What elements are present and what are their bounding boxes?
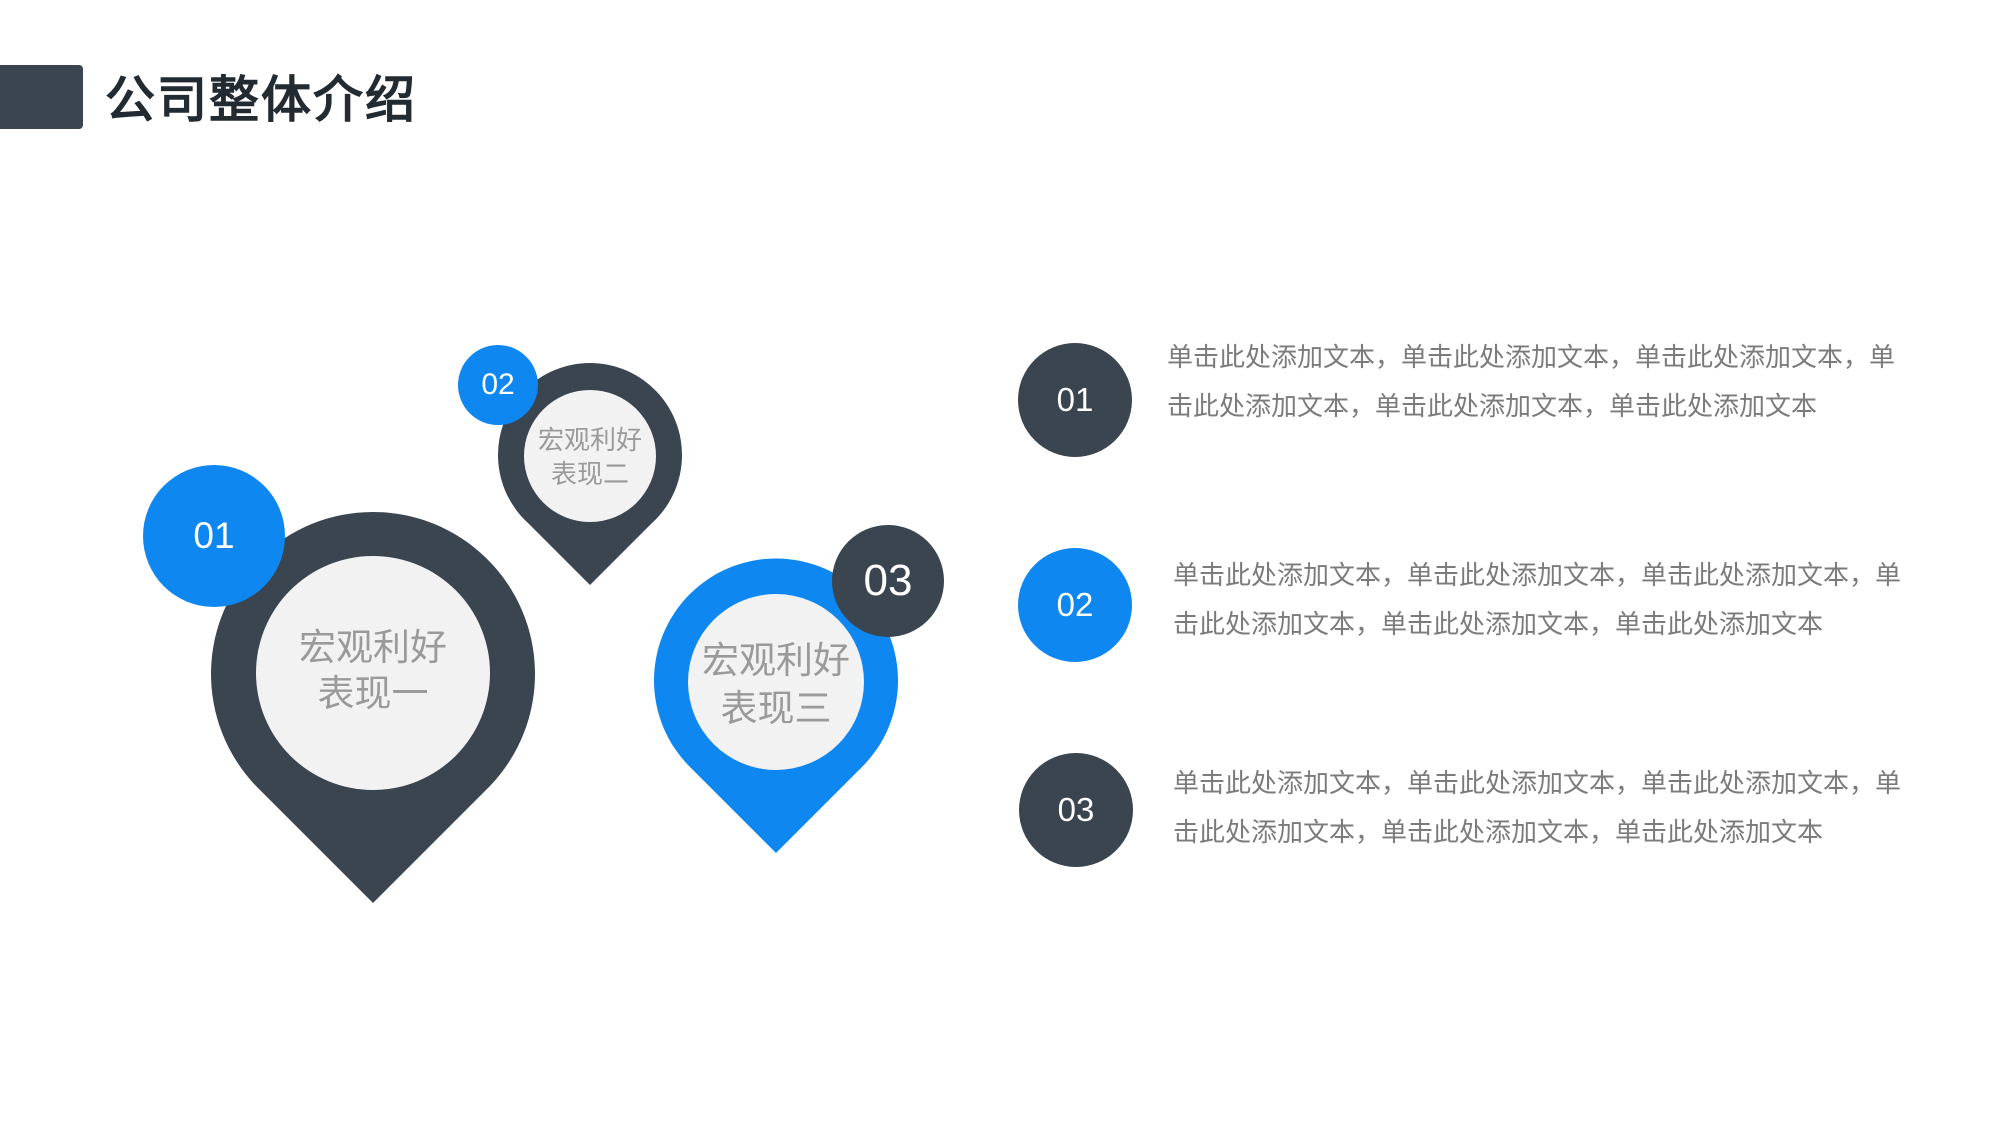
pin-one-label-line2: 表现一 xyxy=(317,672,429,715)
list-item-two-text: 单击此处添加文本，单击此处添加文本，单击此处添加文本，单击此处添加文本，单击此处… xyxy=(1173,561,1902,640)
pin-two-inner-circle xyxy=(524,390,656,522)
pin-two-label-line1: 宏观利好 xyxy=(537,426,642,456)
pin-three-label-line1: 宏观利好 xyxy=(702,639,850,682)
pin-one-inner-circle xyxy=(256,556,490,790)
pin-two-label: 宏观利好 表现二 xyxy=(520,424,660,492)
pin-one-badge: 01 xyxy=(143,465,285,607)
pin-three-label-line2: 表现三 xyxy=(720,687,832,730)
title-accent-bar xyxy=(0,65,83,129)
pin-three-badge: 03 xyxy=(832,525,944,637)
pin-two-badge: 02 xyxy=(458,345,538,425)
pin-three-label: 宏观利好 表现三 xyxy=(686,637,866,733)
slide-title: 公司整体介绍 xyxy=(105,71,417,129)
pin-one-label-line1: 宏观利好 xyxy=(299,626,447,669)
list-item-three-text: 单击此处添加文本，单击此处添加文本，单击此处添加文本，单击此处添加文本，单击此处… xyxy=(1173,769,1902,848)
pin-two-label-line2: 表现二 xyxy=(550,460,629,490)
list-item-three-number: 03 xyxy=(1019,753,1133,867)
list-item-one-text: 单击此处添加文本，单击此处添加文本，单击此处添加文本，单击此处添加文本，单击此处… xyxy=(1167,343,1896,422)
pin-one-label: 宏观利好 表现一 xyxy=(273,625,473,717)
list-item-one-number: 01 xyxy=(1018,343,1132,457)
pin-three-inner-circle xyxy=(688,594,864,770)
list-item-two-number: 02 xyxy=(1018,548,1132,662)
